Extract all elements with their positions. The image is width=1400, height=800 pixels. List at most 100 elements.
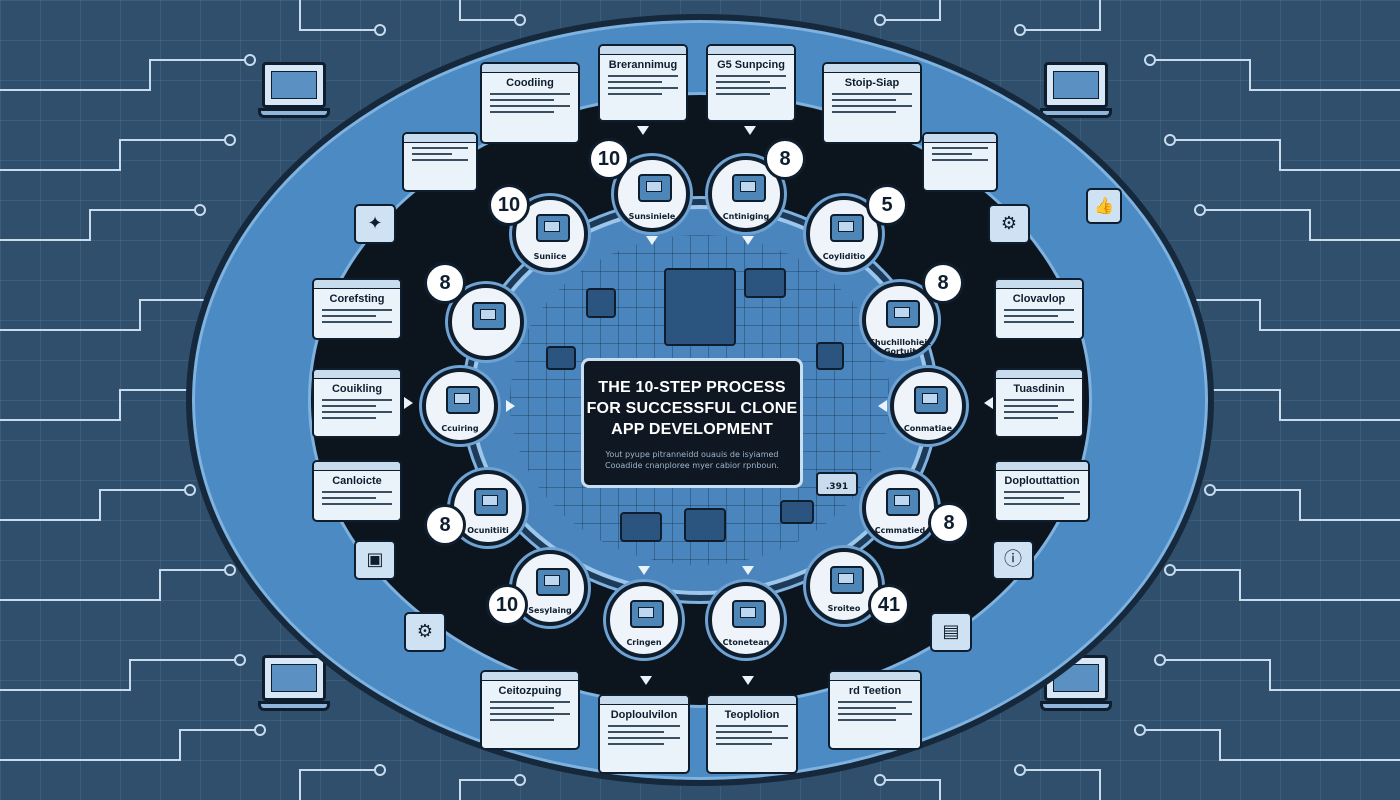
label-card-title: Brerannimug bbox=[608, 59, 678, 71]
step-number-badge: 8 bbox=[764, 138, 806, 180]
settings-icon: ⚙ bbox=[404, 612, 446, 652]
step-node-label: Ccmmatied bbox=[874, 526, 926, 535]
label-card-title: Canloicte bbox=[332, 475, 382, 487]
label-card: Coodiing bbox=[480, 62, 580, 144]
label-card-title: Couikling bbox=[331, 383, 383, 395]
info-icon: ⓘ bbox=[992, 540, 1034, 580]
arrow-icon bbox=[638, 566, 650, 575]
step-number-badge: 8 bbox=[922, 262, 964, 304]
label-card-title: Doplouttattion bbox=[1004, 475, 1080, 487]
laptop-icon bbox=[258, 62, 330, 124]
window-icon bbox=[620, 512, 662, 542]
arrow-icon bbox=[744, 126, 756, 135]
step-number-badge: 8 bbox=[424, 504, 466, 546]
subtitle: Yout pyupe pitranneidd ouauis de isyiame… bbox=[584, 449, 800, 471]
main-title: THE 10-STEP PROCESS FOR SUCCESSFUL CLONE… bbox=[584, 377, 800, 440]
window-icon: ▣ bbox=[354, 540, 396, 580]
label-card: Brerannimug bbox=[598, 44, 688, 122]
label-card: Stoip-Siap bbox=[822, 62, 922, 144]
label-card-title: Corefsting bbox=[329, 293, 385, 305]
arrow-icon bbox=[637, 126, 649, 135]
label-card-title: Stoip-Siap bbox=[844, 77, 900, 89]
label-card: Clovavlop bbox=[994, 278, 1084, 340]
step-number-badge: 10 bbox=[488, 184, 530, 226]
step-node: Ccmmatied bbox=[862, 470, 938, 546]
label-card: Doplouttattion bbox=[994, 460, 1090, 522]
step-number-badge: 8 bbox=[928, 502, 970, 544]
label-card: Corefsting bbox=[312, 278, 402, 340]
label-card: Doploulvilon bbox=[598, 694, 690, 774]
info-card bbox=[402, 132, 478, 192]
step-number-badge: 10 bbox=[486, 584, 528, 626]
step-number-badge: 8 bbox=[424, 262, 466, 304]
step-node-label: Suniice bbox=[533, 252, 567, 261]
step-node-label: Chuchillohieit Gortuit bbox=[869, 338, 931, 356]
label-card-title: Coodiing bbox=[506, 77, 554, 89]
step-number-badge: 5 bbox=[866, 184, 908, 226]
label-card-title: Tuasdinin bbox=[1013, 383, 1065, 395]
info-card bbox=[922, 132, 998, 192]
chat-icon bbox=[546, 346, 576, 370]
window-icon bbox=[744, 268, 786, 298]
arrow-icon bbox=[742, 236, 754, 245]
step-node-label: Sesylaing bbox=[528, 606, 572, 615]
step-node-label: Sroiteo bbox=[827, 604, 861, 613]
step-node: Conmatiae bbox=[890, 368, 966, 444]
label-card: Ceitozpuing bbox=[480, 670, 580, 750]
step-number-badge: 41 bbox=[868, 584, 910, 626]
step-node: Cringen bbox=[606, 582, 682, 658]
label-card: Canloicte bbox=[312, 460, 402, 522]
label-card: G5 Sunpcing bbox=[706, 44, 796, 122]
step-number-badge: 10 bbox=[588, 138, 630, 180]
label-card-title: G5 Sunpcing bbox=[717, 59, 785, 71]
step-node-label: Cntiniging bbox=[722, 212, 770, 221]
lightbulb-icon: ✦ bbox=[354, 204, 396, 244]
window-icon bbox=[780, 500, 814, 524]
step-node: Ccuiring bbox=[422, 368, 498, 444]
laptop-icon bbox=[258, 655, 330, 717]
qr-code-icon bbox=[586, 288, 616, 318]
label-card-title: Ceitozpuing bbox=[498, 685, 562, 697]
window-icon bbox=[684, 508, 726, 542]
step-node: Sunsiniele bbox=[614, 156, 690, 232]
step-node-label: Ccuiring bbox=[441, 424, 479, 433]
label-card: Tuasdinin bbox=[994, 368, 1084, 438]
arrow-icon bbox=[640, 676, 652, 685]
arrow-icon bbox=[984, 397, 993, 409]
label-card-title: rd Teetion bbox=[848, 685, 902, 697]
arrow-icon bbox=[404, 397, 413, 409]
step-node-label: Ocunitiiti bbox=[467, 526, 509, 535]
document-icon: ▤ bbox=[930, 612, 972, 652]
inner-badge: .391 bbox=[816, 472, 858, 496]
label-card: rd Teetion bbox=[828, 670, 922, 750]
subtitle-line-1: Yout pyupe pitranneidd ouauis de isyiame… bbox=[605, 450, 779, 459]
label-card: Couikling bbox=[312, 368, 402, 438]
laptop-icon bbox=[1040, 62, 1112, 124]
label-card-title: Doploulvilon bbox=[610, 709, 678, 721]
arrow-icon bbox=[742, 676, 754, 685]
label-card-title: Teoplolion bbox=[724, 709, 780, 721]
step-node-label: Ctonetean bbox=[722, 638, 770, 647]
step-node-label: Conmatiae bbox=[903, 424, 953, 433]
gear-icon: ⚙ bbox=[988, 204, 1030, 244]
title-line-1: THE 10-STEP PROCESS bbox=[598, 379, 786, 396]
arrow-icon bbox=[742, 566, 754, 575]
subtitle-line-2: Cooadide cnanploree myer cabior rpnboun. bbox=[605, 461, 779, 470]
arrow-icon bbox=[646, 236, 658, 245]
arrow-icon bbox=[506, 400, 515, 412]
chat-icon bbox=[816, 342, 844, 370]
step-node: Suniice bbox=[512, 196, 588, 272]
arrow-icon bbox=[878, 400, 887, 412]
tablet-icon bbox=[664, 268, 736, 346]
inner-badge-text: .391 bbox=[825, 482, 849, 492]
step-node-label: Coyliditio bbox=[822, 252, 866, 261]
step-node-label: Cringen bbox=[626, 638, 662, 647]
center-title-panel: THE 10-STEP PROCESS FOR SUCCESSFUL CLONE… bbox=[581, 358, 803, 488]
label-card-title: Clovavlop bbox=[1012, 293, 1066, 305]
label-card: Teoplolion bbox=[706, 694, 798, 774]
step-node: Ctonetean bbox=[708, 582, 784, 658]
title-line-3: APP DEVELOPMENT bbox=[611, 421, 773, 438]
title-line-2: FOR SUCCESSFUL CLONE bbox=[586, 400, 798, 417]
step-node-label: Sunsiniele bbox=[628, 212, 676, 221]
